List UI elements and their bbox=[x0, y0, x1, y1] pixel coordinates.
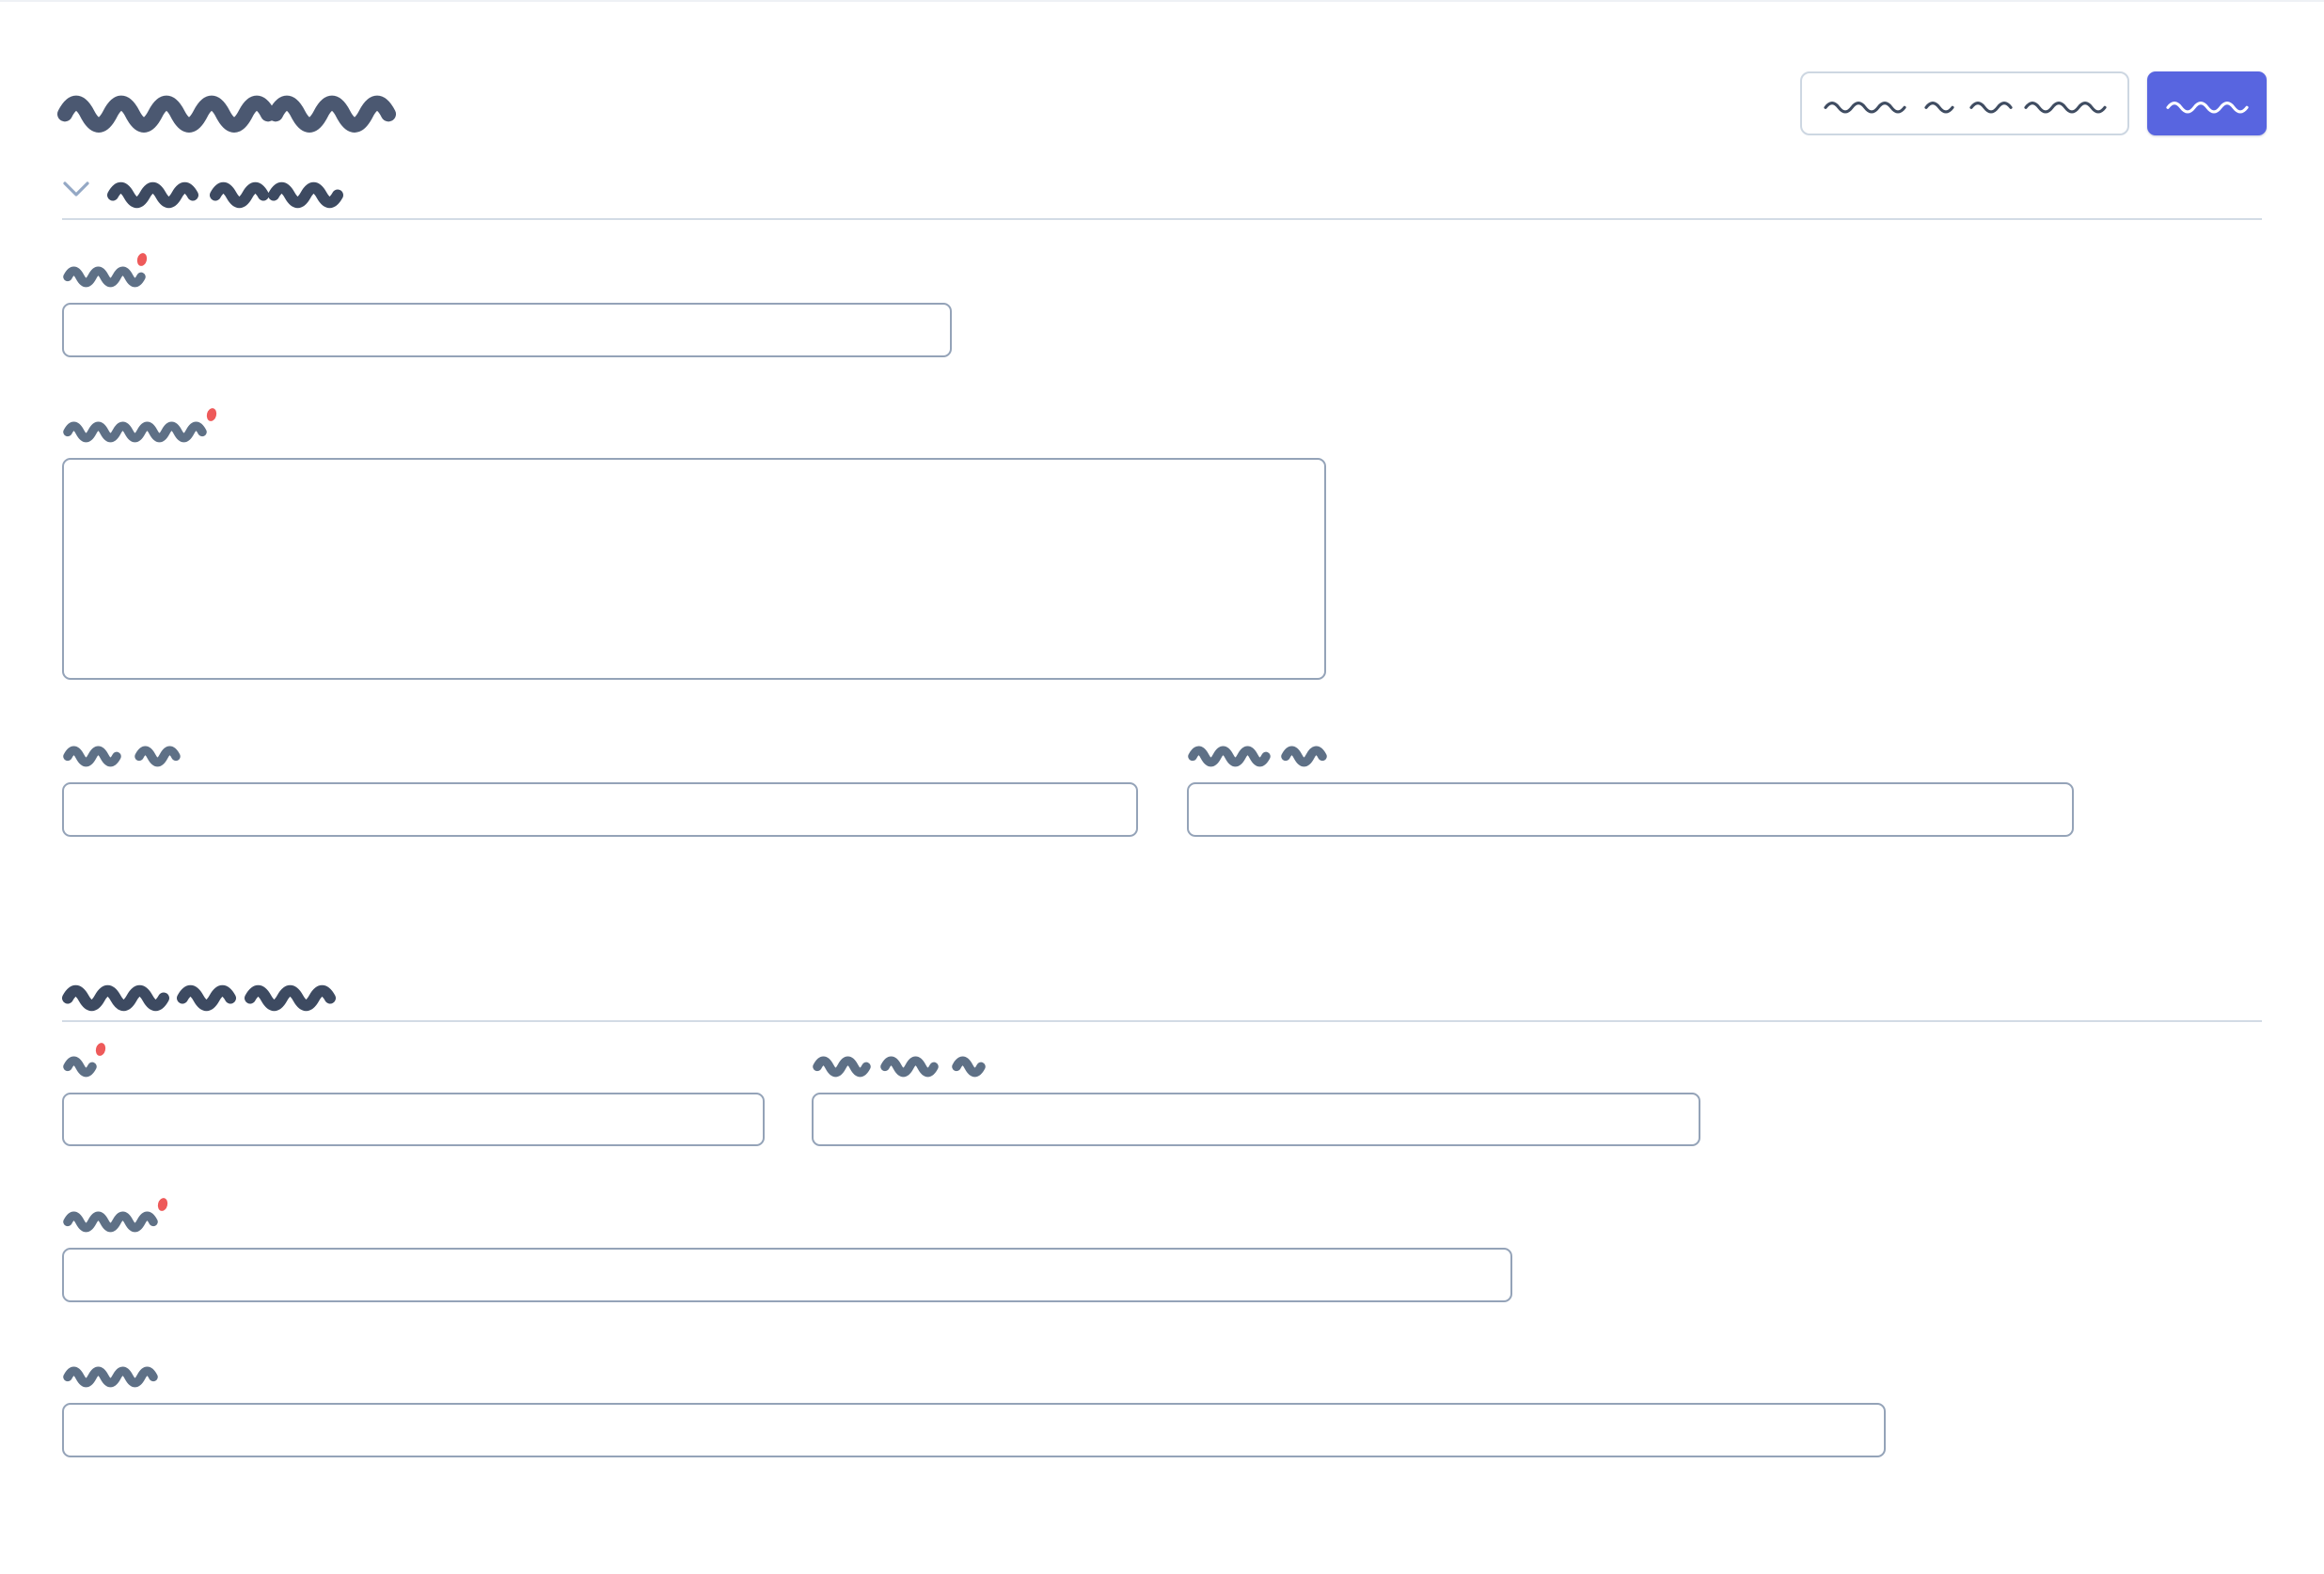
text-field-7[interactable] bbox=[62, 1403, 1886, 1457]
text-field-1[interactable] bbox=[62, 303, 952, 357]
chevron-down-icon[interactable] bbox=[62, 181, 90, 197]
field-label bbox=[812, 1050, 986, 1078]
toolbar-secondary-button[interactable] bbox=[1800, 71, 2129, 135]
section-1-header[interactable] bbox=[62, 175, 343, 209]
section-1-title bbox=[107, 175, 343, 209]
page-title bbox=[57, 83, 396, 133]
text-field-3[interactable] bbox=[1187, 782, 2074, 837]
required-marker bbox=[156, 1196, 169, 1213]
section-2-title bbox=[62, 978, 336, 1012]
text-field-5[interactable] bbox=[812, 1093, 1700, 1146]
text-field-6[interactable] bbox=[62, 1248, 1512, 1302]
text-field-2[interactable] bbox=[62, 782, 1138, 837]
required-marker bbox=[135, 251, 149, 268]
required-marker bbox=[205, 406, 218, 423]
textarea-field[interactable] bbox=[62, 458, 1326, 680]
toolbar-secondary-button-label bbox=[1820, 95, 2110, 114]
field-label bbox=[62, 406, 218, 443]
text-field-4[interactable] bbox=[62, 1093, 765, 1146]
field-label bbox=[1187, 740, 1327, 767]
submit-button-label bbox=[2162, 95, 2252, 114]
field-label bbox=[62, 740, 181, 767]
top-divider bbox=[0, 0, 2324, 2]
section-1-divider bbox=[62, 218, 2262, 220]
field-label bbox=[62, 1361, 158, 1388]
field-label bbox=[62, 1196, 169, 1233]
required-marker bbox=[94, 1041, 107, 1058]
section-2-divider bbox=[62, 1020, 2262, 1022]
field-label bbox=[62, 251, 149, 288]
field-label bbox=[62, 1041, 107, 1078]
submit-button[interactable] bbox=[2147, 71, 2267, 135]
